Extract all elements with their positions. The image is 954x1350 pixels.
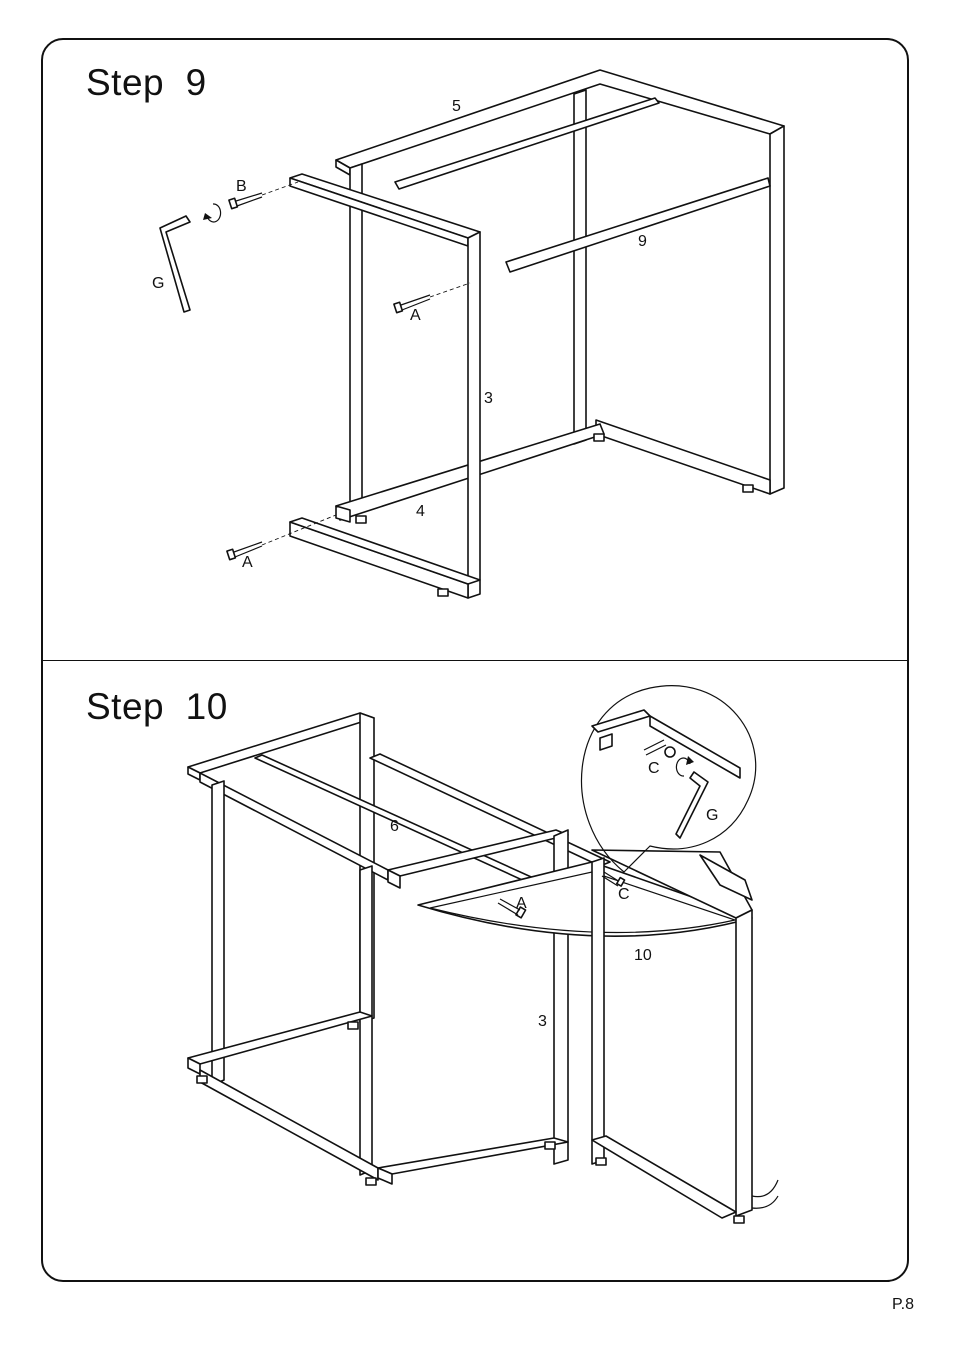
label-screw-a-bottom: A: [242, 554, 253, 571]
screw-b-icon: [229, 193, 262, 209]
detail-rotate-arrow-icon: [676, 756, 694, 776]
label-wrench-g: G: [152, 275, 164, 292]
label-detail-c: C: [648, 760, 660, 777]
step-9-illustration: 5 9 3 4 B A A G: [152, 70, 784, 598]
label-part-5: 5: [452, 98, 461, 115]
rotate-arrow-icon: [203, 204, 221, 222]
label-detail-g: G: [706, 807, 718, 824]
detail-magnifier: [582, 686, 756, 872]
detail-screw-c-icon: [644, 740, 675, 757]
label-part-3: 3: [484, 390, 493, 407]
label-part-4: 4: [416, 503, 425, 520]
label-screw-b: B: [236, 178, 247, 195]
label-screw-a-top: A: [410, 307, 421, 324]
label-screw-c: C: [618, 886, 630, 903]
label-part-9: 9: [638, 233, 647, 250]
allen-wrench-g-icon: [160, 216, 190, 312]
detail-allen-wrench-icon: [676, 772, 708, 838]
label-part-3-step10: 3: [538, 1013, 547, 1030]
label-part-6: 6: [390, 818, 399, 835]
label-part-10: 10: [634, 947, 652, 964]
step-10-illustration: 6 3 10 A C C G: [188, 686, 778, 1223]
label-screw-a-step10: A: [516, 895, 527, 912]
